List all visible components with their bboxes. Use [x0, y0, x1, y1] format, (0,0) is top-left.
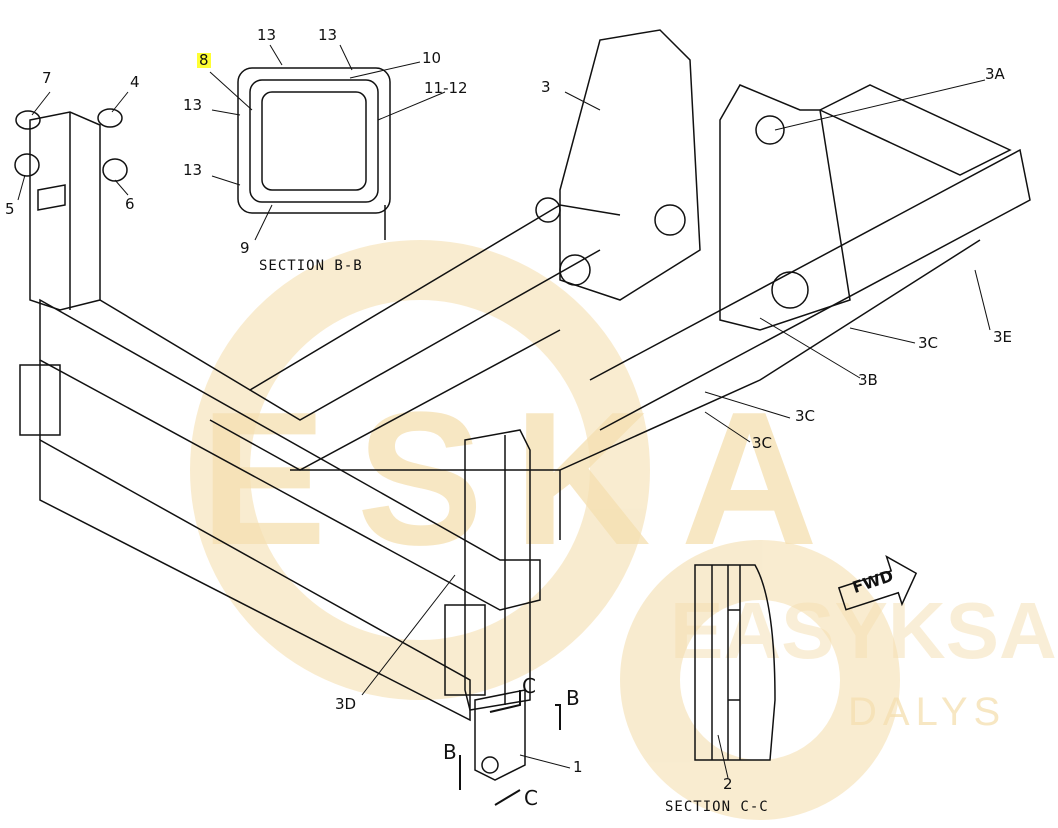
section-cc-title: SECTION C-C	[665, 799, 769, 815]
callout-9: 9	[240, 239, 250, 257]
callout-6: 6	[125, 195, 135, 213]
callout-1: 1	[573, 758, 583, 776]
callout-3d: 3D	[335, 695, 357, 713]
main-rails	[99, 84, 1031, 540]
callout-13: 13	[183, 161, 203, 179]
callout-3e: 3E	[993, 328, 1013, 346]
section-mark-c: C	[522, 674, 536, 698]
section-bb-title: SECTION B-B	[259, 258, 363, 274]
section-mark-c: C	[524, 786, 538, 810]
section-cc-drawing	[694, 564, 776, 761]
center-post	[464, 429, 531, 781]
section-arrows	[459, 690, 561, 806]
callout-13: 13	[257, 26, 277, 44]
rear-brackets	[535, 29, 851, 331]
callout-10: 10	[422, 49, 442, 67]
callout-11-12: 11-12	[424, 79, 468, 97]
section-bb-drawing	[237, 67, 391, 240]
fwd-arrow-shape	[837, 554, 918, 611]
callout-2: 2	[723, 775, 733, 793]
callout-4: 4	[130, 73, 140, 91]
callout-3a: 3A	[985, 65, 1005, 83]
callout-8: 8	[197, 51, 211, 69]
leader-lines	[17, 44, 991, 779]
callout-3c: 3C	[918, 334, 939, 352]
callout-5: 5	[5, 200, 15, 218]
section-mark-b: B	[566, 686, 580, 710]
watermark-gear	[190, 240, 900, 820]
callout-3c: 3C	[752, 434, 773, 452]
callout-7: 7	[42, 69, 52, 87]
left-post	[29, 111, 101, 311]
section-mark-b: B	[443, 740, 457, 764]
callout-13: 13	[183, 96, 203, 114]
washers	[14, 108, 128, 182]
callout-13: 13	[318, 26, 338, 44]
callout-3c: 3C	[795, 407, 816, 425]
callout-3b: 3B	[858, 371, 878, 389]
callout-3: 3	[541, 78, 551, 96]
